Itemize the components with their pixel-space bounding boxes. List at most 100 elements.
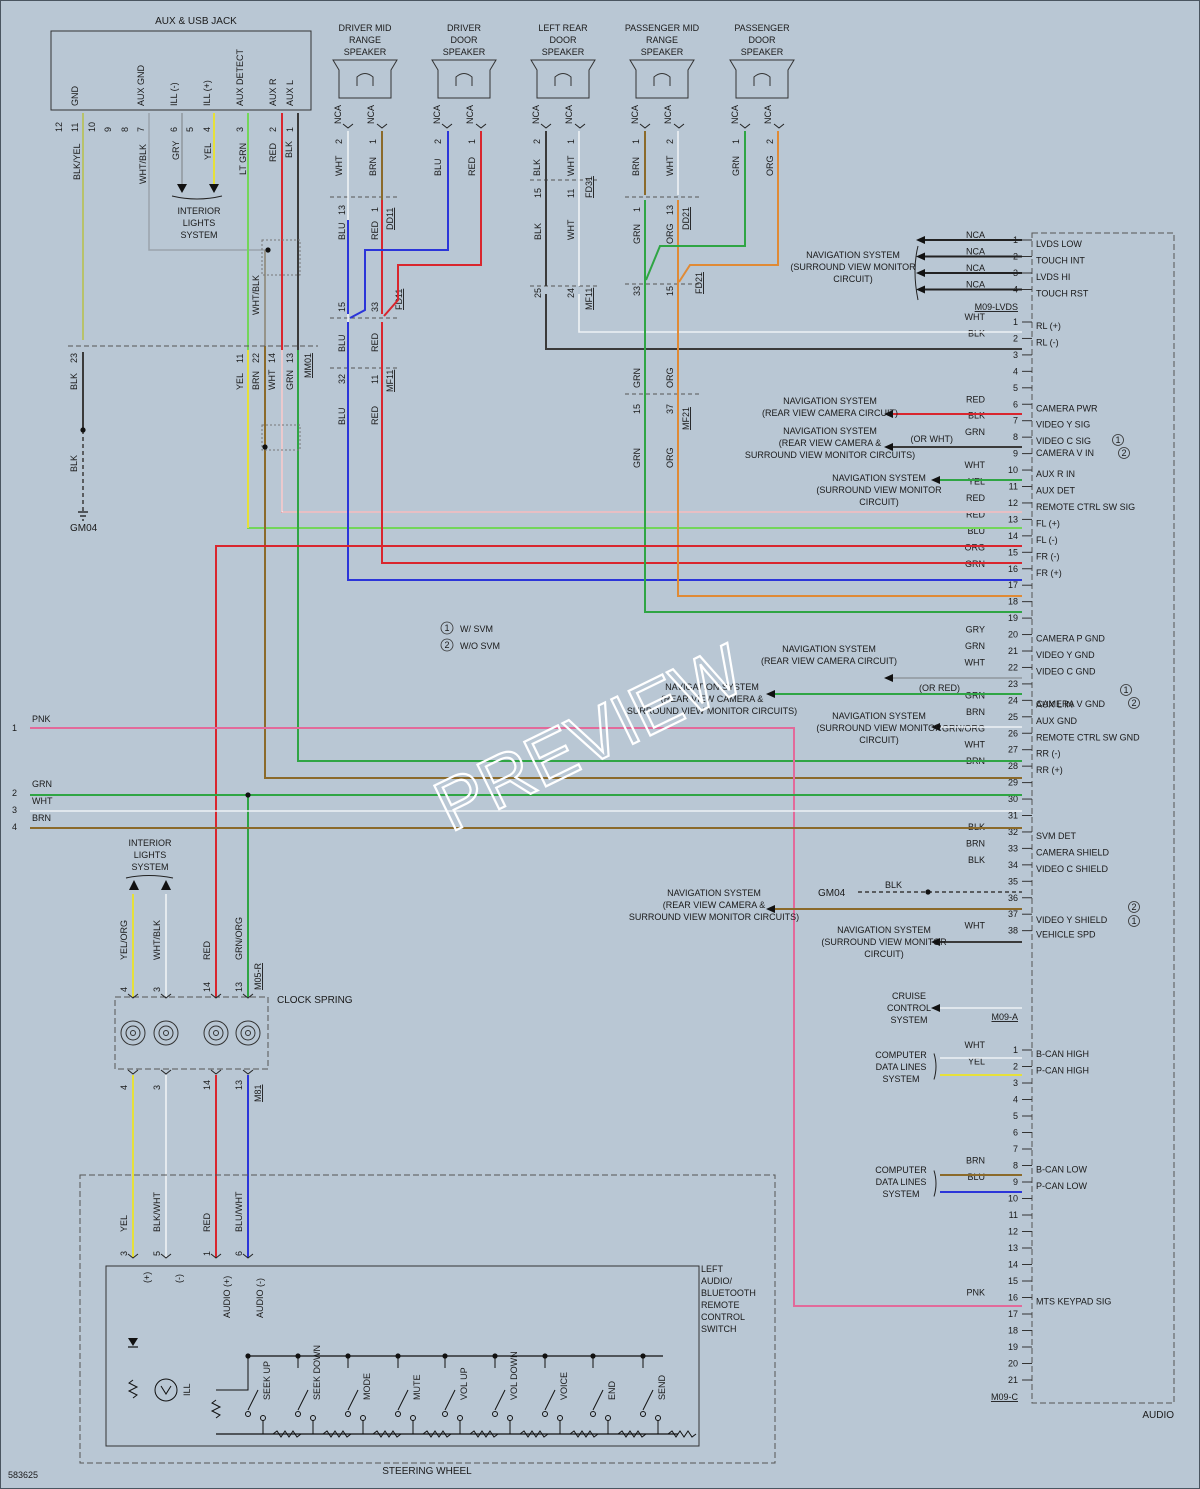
switch-ill-label: ILL — [182, 1383, 192, 1396]
variant-marker-num: 1 — [1131, 916, 1136, 926]
wire-label: ORG — [665, 223, 675, 244]
ground-wire-label: BLK — [69, 455, 79, 472]
aux-jack-box — [50, 30, 312, 111]
switch-pin: 1 — [202, 1251, 212, 1256]
audio-pin-number: 24 — [1008, 695, 1018, 705]
cs-wire-label: GRN/ORG — [234, 917, 244, 960]
switch-pin: 5 — [152, 1251, 162, 1256]
switch-contact — [297, 1389, 309, 1411]
switch-button-label: SEND — [657, 1374, 667, 1400]
cs-conn-label: M81 — [253, 1084, 263, 1102]
speaker-wire-label: BLK — [532, 159, 542, 176]
cs-pin: 3 — [152, 1085, 162, 1090]
wire-label: BLU — [337, 334, 347, 352]
speaker-nca: NCA — [465, 105, 475, 124]
wire-label: RED — [370, 332, 380, 352]
speaker-wire-label: WHT — [334, 155, 344, 176]
clock-spring-coil — [120, 1020, 146, 1046]
wire-grn — [645, 131, 746, 281]
conn-label: DD21 — [681, 207, 691, 230]
audio-pin-signal: AUX R IN — [1036, 469, 1075, 479]
legend: 1 W/ SVM 2 W/O SVM — [440, 621, 500, 652]
mm01-wire-label: BLK — [69, 373, 79, 390]
aux-pin-name: AUX GND — [136, 64, 146, 106]
audio-pin-number: 8 — [1013, 432, 1018, 442]
speaker-nca: NCA — [564, 105, 574, 124]
pin: 15 — [533, 188, 543, 198]
connector-chevron — [673, 123, 685, 129]
left-wire-number: 4 — [12, 822, 17, 832]
arrow-icon — [129, 880, 139, 890]
remote-switch-box — [105, 1265, 700, 1447]
audio-pin-number: 16 — [1008, 564, 1018, 574]
audio-pin-number: 9 — [1013, 449, 1018, 459]
mm01-wire-label: WHT — [267, 369, 277, 390]
arrow-icon — [916, 285, 925, 294]
audio-pin-signal: FR (-) — [1036, 551, 1060, 561]
cs-wire-label: YEL — [119, 1215, 129, 1232]
audio-unit-label: AUDIO — [1142, 1410, 1174, 1421]
audio-pin-signal: CAMERA P GND — [1036, 634, 1105, 644]
aux-wire-label: BLK — [284, 141, 294, 158]
connector-chevron — [210, 1253, 222, 1259]
audio-pin-number: 26 — [1008, 728, 1018, 738]
mm01-pin: 22 — [251, 353, 261, 363]
connector-chevron — [160, 993, 172, 999]
wire-label: GRN — [632, 224, 642, 244]
aux-wire-label: GRY — [171, 141, 181, 160]
audio-pin-number: 13 — [1008, 514, 1018, 524]
audio-pin-number: 23 — [1008, 679, 1018, 689]
speaker-wire-label: WHT — [665, 155, 675, 176]
wire-red — [381, 322, 1022, 564]
switch-contact — [247, 1389, 259, 1411]
audio-pin-number: 17 — [1008, 1309, 1018, 1319]
switch-pin-label: AUDIO (+) — [222, 1276, 232, 1318]
clock-spring-coil — [245, 1030, 251, 1036]
audio-pin-number: 7 — [1013, 416, 1018, 426]
speaker-nca: NCA — [663, 105, 673, 124]
audio-pin-wire: GRN — [965, 641, 985, 651]
audio-pin-number: 16 — [1008, 1293, 1018, 1303]
variant-marker — [1118, 447, 1130, 459]
audio-pin-number: 2 — [1013, 1062, 1018, 1072]
speaker-pin: 1 — [731, 139, 741, 144]
audio-pin-signal: VEHICLE SPD — [1036, 930, 1096, 940]
speaker-coil-icon — [554, 73, 572, 86]
cs-pin: 13 — [234, 982, 244, 992]
speaker-housing — [629, 59, 695, 99]
mm01-wire-label: BRN — [251, 371, 261, 390]
audio-conn-name: M09-LVDS — [975, 302, 1018, 312]
speaker-wire-label: BRN — [631, 157, 641, 176]
audio-pin-wire: BRN — [966, 1156, 985, 1166]
audio-pin-wire: ORG — [964, 542, 985, 552]
connector-chevron — [127, 993, 139, 999]
audio-pin-signal: LVDS HI — [1036, 272, 1070, 282]
audio-pin-wire: WHT — [965, 657, 986, 667]
switch-button-label: MUTE — [412, 1375, 422, 1401]
audio-pin-wire: GRY — [966, 625, 985, 635]
audio-pin-wire: WHT — [965, 312, 986, 322]
audio-pin-signal-alt: VIDEO Y SHIELD — [1036, 915, 1108, 925]
clock-spring-coil — [208, 1025, 224, 1041]
clock-spring-coil — [213, 1030, 219, 1036]
switch-pin-label: AUDIO (-) — [255, 1278, 265, 1318]
pin: 13 — [665, 205, 675, 215]
audio-pin-wire: BLU — [967, 1172, 985, 1182]
audio-pin-signal: LVDS LOW — [1036, 239, 1082, 249]
audio-pin-signal: FL (+) — [1036, 518, 1060, 528]
cs-pin: 4 — [119, 987, 129, 992]
speaker-nca: NCA — [630, 105, 640, 124]
ground-icon — [78, 511, 88, 521]
remote-switch-title: LEFT — [701, 1264, 724, 1274]
connector-chevron — [574, 123, 586, 129]
mm01-pin: 11 — [235, 354, 245, 363]
aux-pin-number: 1 — [285, 127, 295, 132]
